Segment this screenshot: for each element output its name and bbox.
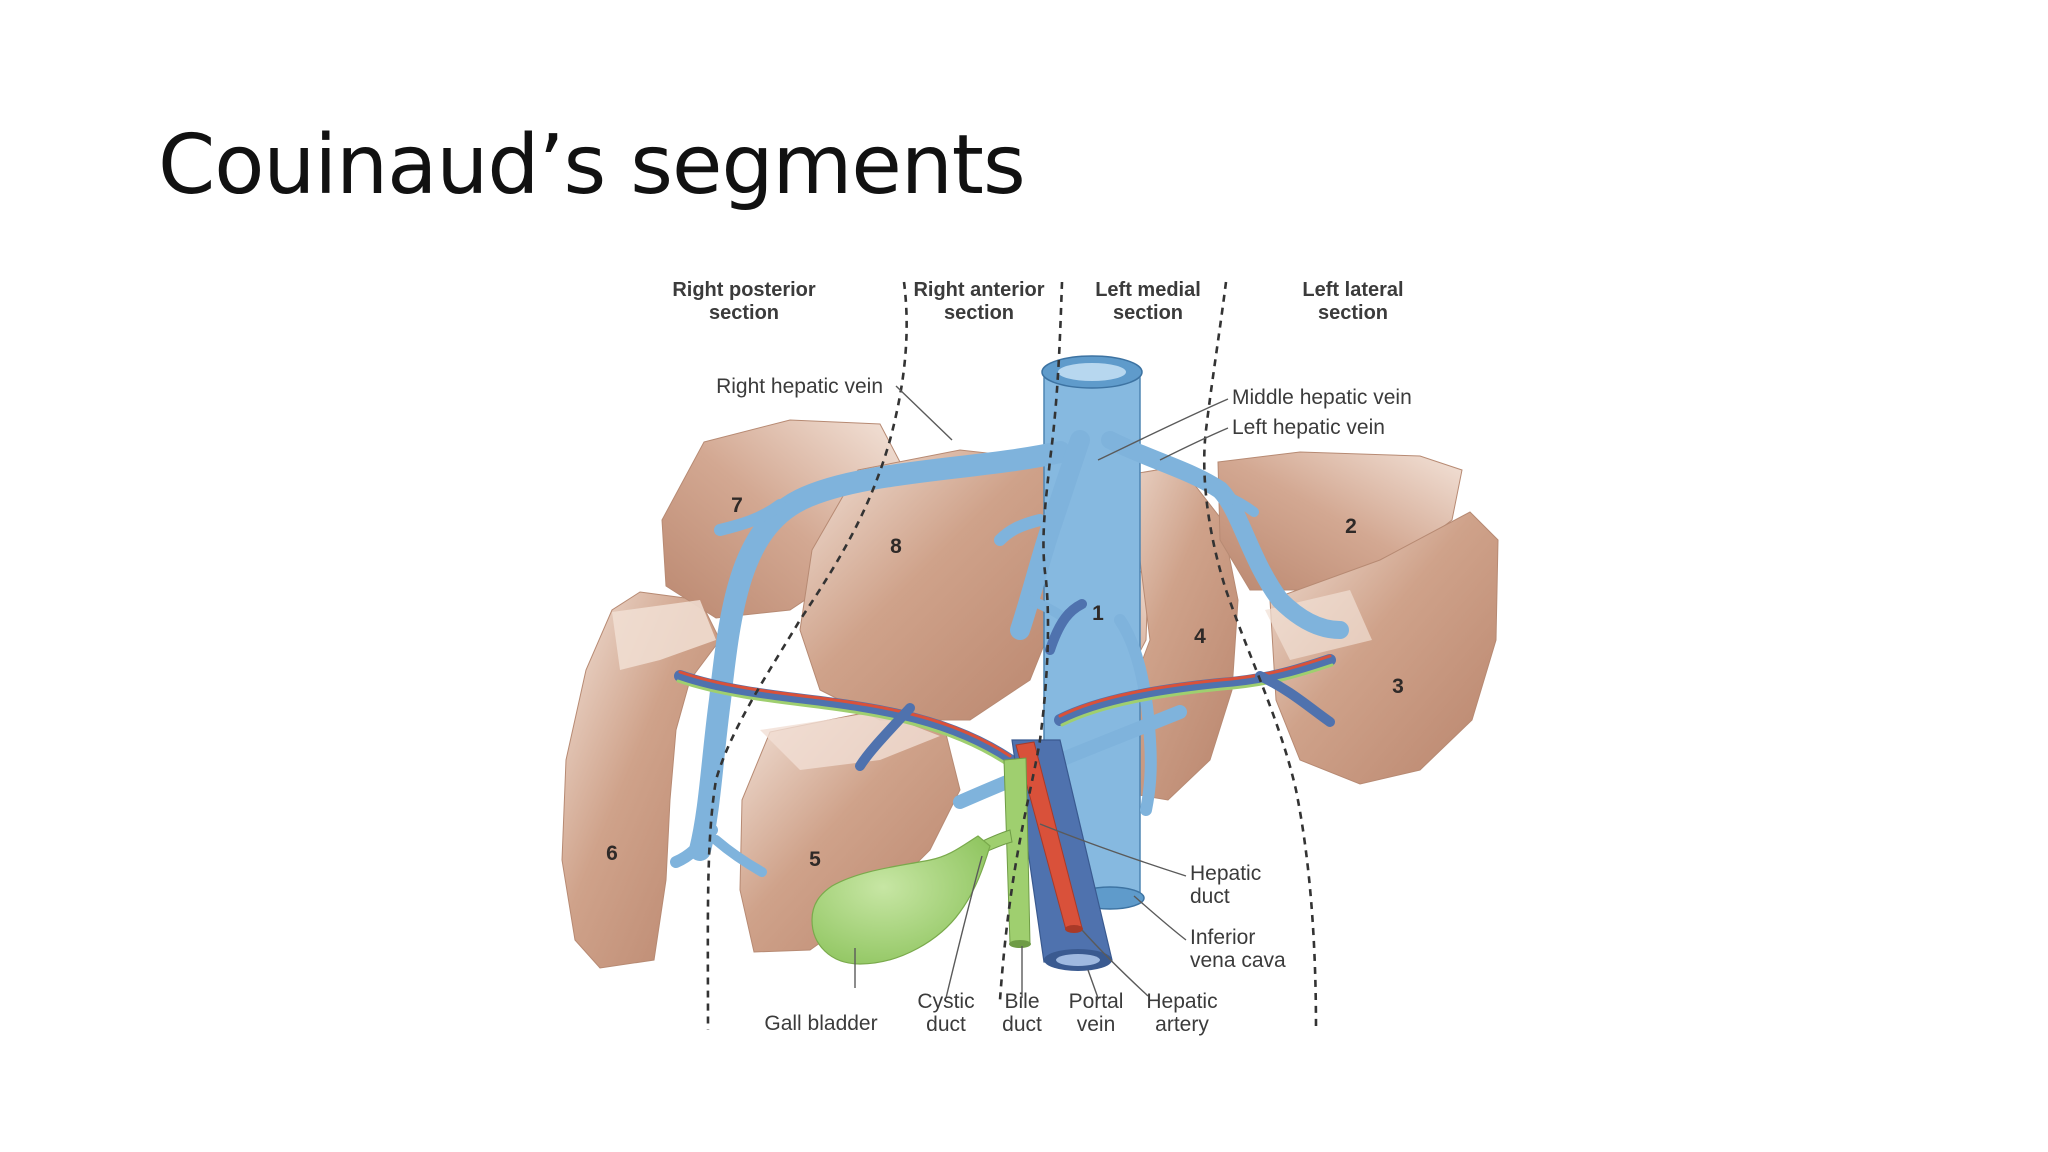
- section-left-medial-line2: section: [1113, 302, 1183, 324]
- gall-bladder-organ: [811, 835, 991, 965]
- label-portal-vein-line1: Portal: [1069, 990, 1124, 1013]
- segment-6-lobe: [561, 591, 721, 969]
- slide-title: Couinaud’s segments: [158, 118, 1026, 213]
- label-gall-bladder: Gall bladder: [764, 1012, 877, 1035]
- section-left-lateral-line1: Left lateral: [1302, 279, 1403, 301]
- label-hepatic-duct-line1: Hepatic: [1190, 862, 1261, 885]
- label-cystic-duct-line2: duct: [926, 1013, 966, 1036]
- segment-6-number: 6: [606, 842, 618, 865]
- label-bile-duct-line1: Bile: [1004, 990, 1039, 1013]
- section-right-anterior-line1: Right anterior: [913, 279, 1044, 301]
- section-left-lateral-line2: section: [1318, 302, 1388, 324]
- hepatic-artery-vessel: [1015, 741, 1083, 933]
- section-right-anterior-line2: section: [944, 302, 1014, 324]
- segment-4-number: 4: [1194, 625, 1206, 648]
- segment-3-number: 3: [1392, 675, 1404, 698]
- leader-lines: [854, 385, 1229, 999]
- label-left-hepatic-vein: Left hepatic vein: [1232, 416, 1385, 439]
- structure-labels: Right hepatic vein Middle hepatic vein L…: [716, 375, 1412, 1036]
- segment-7-number: 7: [731, 494, 743, 517]
- section-left-medial-line1: Left medial: [1095, 279, 1201, 301]
- segment-1-number: 1: [1092, 602, 1104, 625]
- label-middle-hepatic-vein: Middle hepatic vein: [1232, 386, 1412, 409]
- label-inferior-vena-cava-line2: vena cava: [1190, 949, 1286, 972]
- liver-lobes: [561, 419, 1499, 969]
- label-bile-duct-line2: duct: [1002, 1013, 1042, 1036]
- label-hepatic-artery-line2: artery: [1155, 1013, 1209, 1036]
- section-right-posterior-line2: section: [709, 302, 779, 324]
- label-hepatic-duct-line2: duct: [1190, 885, 1230, 908]
- label-portal-vein-line2: vein: [1077, 1013, 1116, 1036]
- section-headers: Right posterior section Right anterior s…: [672, 279, 1403, 324]
- label-cystic-duct-line1: Cystic: [917, 990, 974, 1013]
- segment-numbers: 1 2 3 4 5 6 7 8: [606, 494, 1404, 871]
- segment-2-number: 2: [1345, 515, 1357, 538]
- label-inferior-vena-cava-line1: Inferior: [1190, 926, 1255, 949]
- label-hepatic-artery-line1: Hepatic: [1146, 990, 1217, 1013]
- section-right-posterior-line1: Right posterior: [672, 279, 816, 301]
- label-right-hepatic-vein: Right hepatic vein: [716, 375, 883, 398]
- portal-triad-branches: [674, 599, 1336, 771]
- segment-5-number: 5: [809, 848, 821, 871]
- segment-8-number: 8: [890, 535, 902, 558]
- section-dividers: [706, 281, 1318, 1031]
